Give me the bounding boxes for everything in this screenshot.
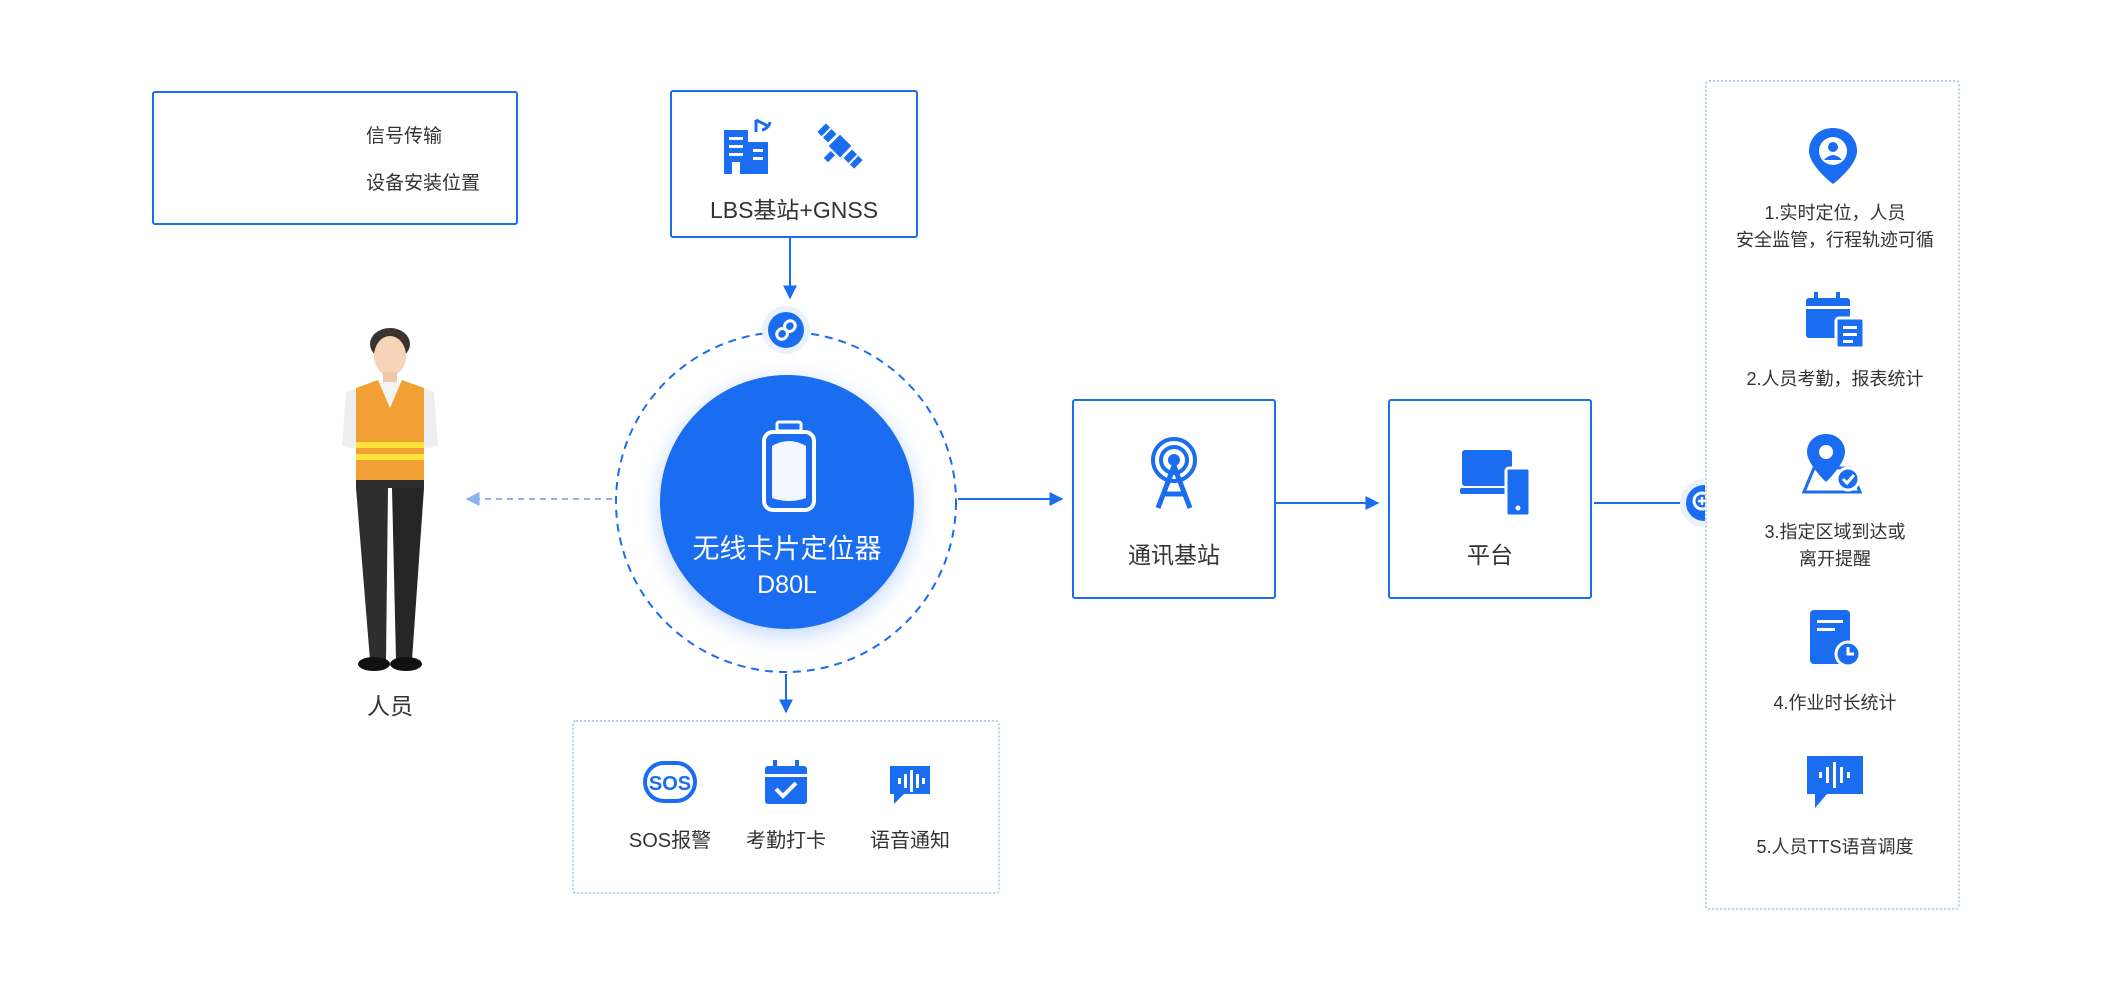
feature-2: 2.人员考勤，报表统计	[1705, 366, 1965, 393]
calendar-report-icon	[1806, 292, 1866, 350]
feature-3-line2: 离开提醒	[1799, 549, 1871, 569]
feature-5: 5.人员TTS语音调度	[1705, 834, 1965, 861]
feature-3-line1: 3.指定区域到达或	[1764, 522, 1906, 542]
satellite-icon	[817, 123, 863, 169]
voice-dispatch-icon	[1807, 756, 1863, 808]
calendar-check-icon	[765, 760, 807, 804]
card-locator-icon	[762, 420, 816, 512]
function-label-attendance: 考勤打卡	[746, 830, 826, 852]
link-badge	[768, 312, 804, 348]
device-name: 无线卡片定位器	[692, 534, 882, 564]
sos-icon: SOS	[643, 761, 697, 803]
function-label-sos: SOS报警	[628, 830, 712, 852]
feature-1: 1.实时定位，人员 安全监管，行程轨迹可循	[1705, 200, 1965, 254]
functions-box	[572, 720, 1000, 894]
platform-label: 平台	[1467, 542, 1513, 568]
feature-4: 4.作业时长统计	[1705, 690, 1965, 717]
feature-3: 3.指定区域到达或 离开提醒	[1705, 519, 1965, 573]
feature-5-line1: 5.人员TTS语音调度	[1756, 837, 1914, 857]
svg-text:SOS: SOS	[649, 773, 691, 795]
gnss-box	[670, 90, 918, 238]
building-icon	[724, 118, 772, 174]
legend-box	[152, 91, 518, 225]
map-pin-check-icon	[1801, 434, 1863, 494]
feature-2-line1: 2.人员考勤，报表统计	[1746, 369, 1924, 389]
person-label: 人员	[367, 693, 413, 719]
location-person-icon	[1809, 128, 1857, 184]
voice-message-icon	[890, 766, 930, 804]
station-label: 通讯基站	[1128, 542, 1220, 568]
computer-icon	[1460, 450, 1532, 518]
device-circle	[660, 375, 914, 629]
feature-1-line1: 1.实时定位，人员	[1764, 203, 1906, 223]
feature-4-line1: 4.作业时长统计	[1773, 693, 1897, 713]
legend-install-label: 设备安装位置	[366, 173, 481, 194]
antenna-icon	[1151, 437, 1197, 509]
gnss-label: LBS基站+GNSS	[709, 197, 879, 223]
document-clock-icon	[1810, 610, 1862, 668]
link-icon	[775, 319, 797, 341]
worker-figure	[342, 328, 438, 671]
device-model: D80L	[757, 571, 817, 599]
legend-signal-label: 信号传输	[366, 126, 443, 147]
feature-1-line2: 安全监管，行程轨迹可循	[1736, 230, 1934, 250]
function-label-voice: 语音通知	[870, 830, 950, 852]
platform-box	[1388, 399, 1592, 599]
station-box	[1072, 399, 1276, 599]
